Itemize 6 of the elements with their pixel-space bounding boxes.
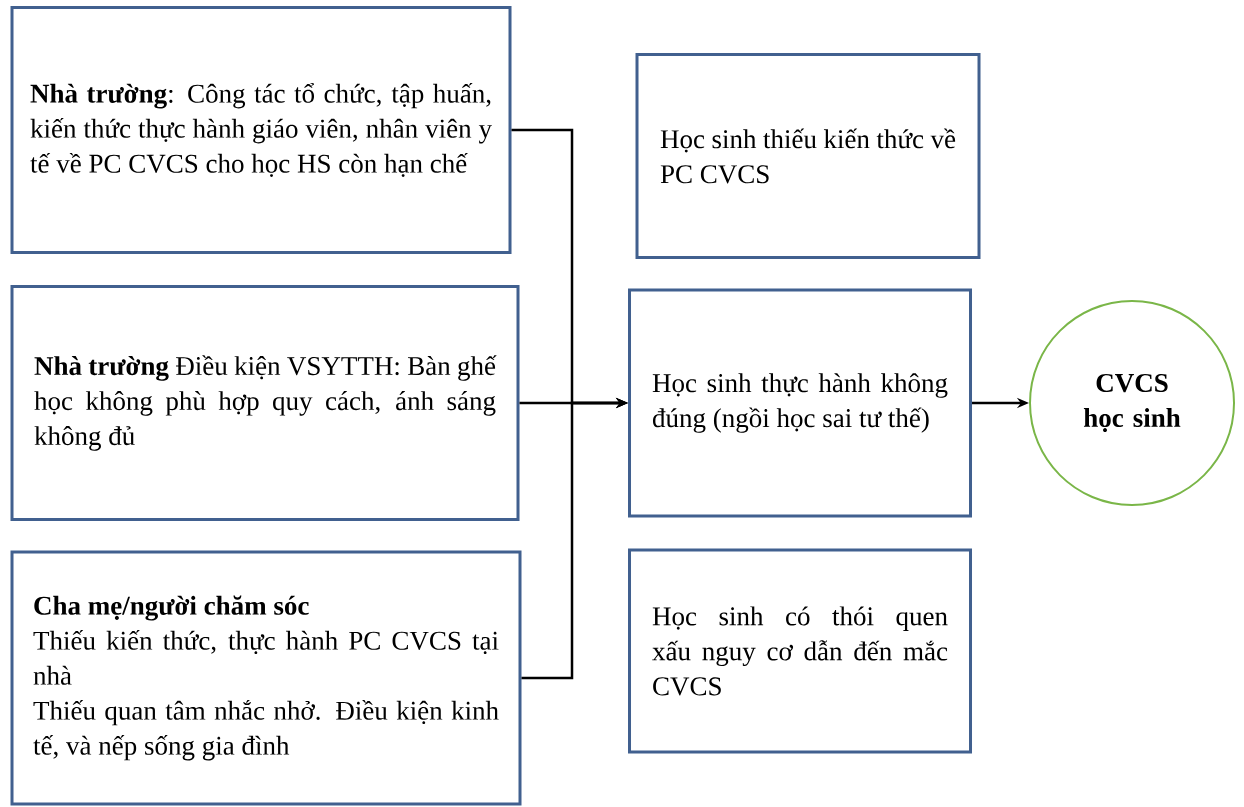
cause-box: Học sinh có thói quen xấu nguy cơ dẫn đến mắc CVCS	[628, 548, 972, 754]
cause-box: Nhà trường: Công tác tổ chức, tập huấn, kiến thức thực hành giáo viên, nhân viên y tế về PC CVCS cho học HS còn hạn chế	[10, 6, 512, 254]
cause-box: Học sinh thiếu kiến thức về PC CVCS	[635, 53, 981, 259]
cause-box: Cha mẹ/người chăm sóc Thiếu kiến thức, thực hành PC CVCS tại nhà Thiếu quan tâm nhắc nhở. Điều kiện kinh tế, và nếp sống gia đình	[10, 550, 522, 806]
cause-box: Nhà trường Điều kiện VSYTTH: Bàn ghế học không phù hợp quy cách, ánh sáng không đủ	[10, 285, 520, 521]
cause-box: Học sinh thực hành không đúng (ngồi học sai tư thế)	[628, 288, 972, 518]
